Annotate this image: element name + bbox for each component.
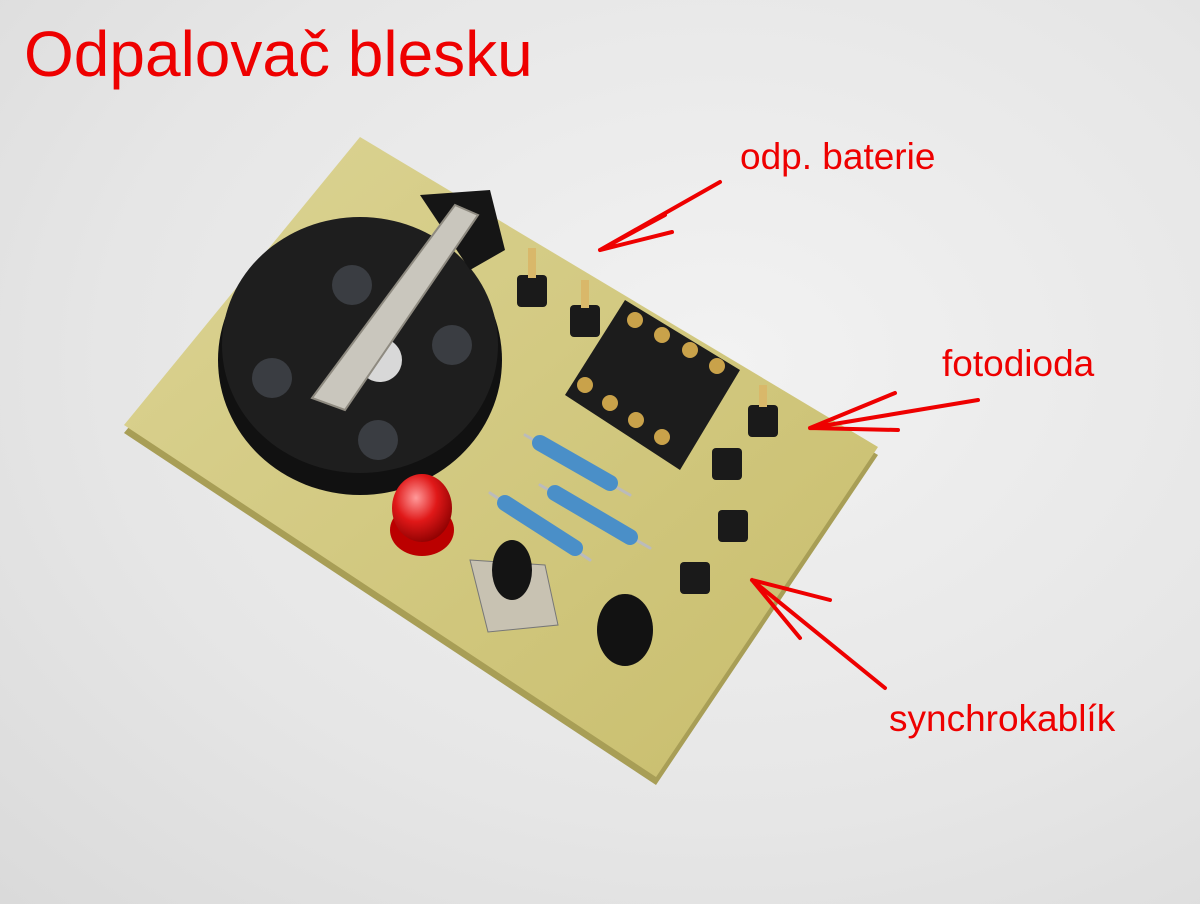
ic-socket (565, 300, 740, 470)
resistors (488, 433, 652, 562)
led (390, 474, 454, 556)
photodiode-annotation: fotodioda (942, 343, 1095, 384)
sync-cable-annotation: synchrokablík (889, 698, 1116, 739)
transistor (597, 594, 653, 666)
push-button (469, 540, 559, 633)
pin-headers (517, 248, 778, 594)
annotation-arrows (598, 180, 980, 690)
battery-holder (218, 190, 505, 495)
battery-annotation: odp. baterie (740, 136, 936, 177)
page-title: Odpalovač blesku (24, 18, 533, 90)
